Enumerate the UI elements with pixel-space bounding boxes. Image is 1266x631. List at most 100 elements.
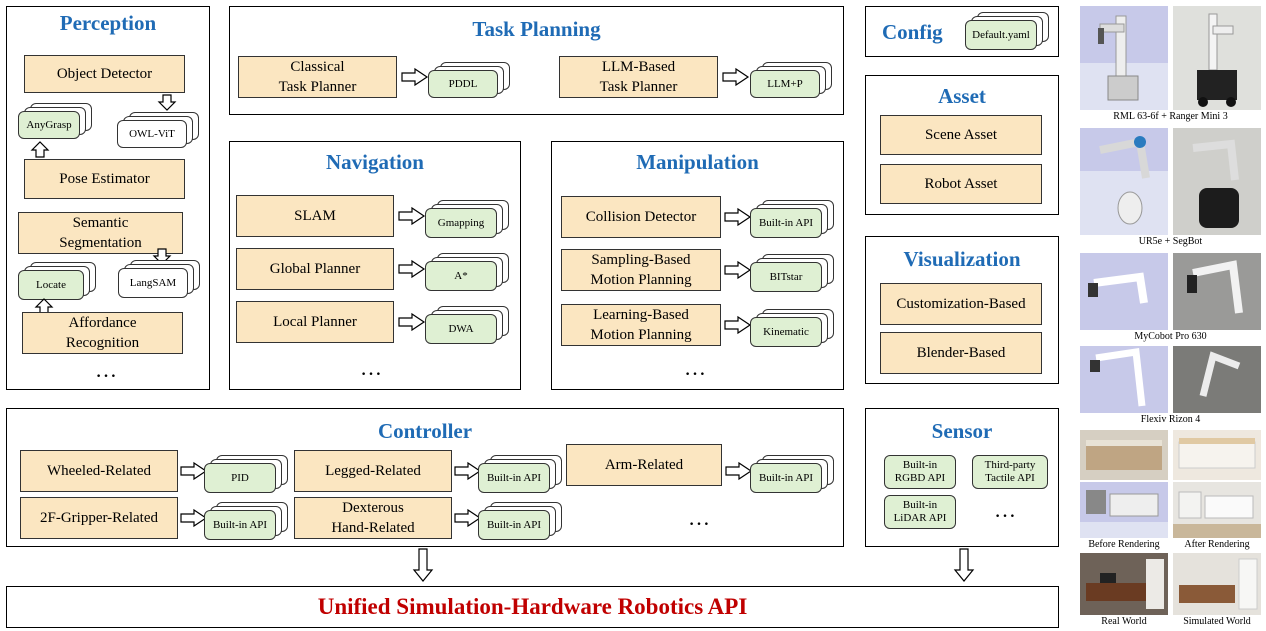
blender-based: Blender-Based xyxy=(880,332,1042,374)
arrow-to-arm-api xyxy=(725,461,753,486)
arrow-to-bitstar xyxy=(724,260,752,285)
arm-related: Arm-Related xyxy=(566,444,722,486)
owlvit-label: OWL-ViT xyxy=(117,120,187,148)
visualization-title: Visualization xyxy=(903,247,1021,271)
controller-ellipsis: … xyxy=(688,505,714,530)
controller-title: Controller xyxy=(377,419,473,443)
llm-based-task-planner: LLM-Based Task Planner xyxy=(559,56,718,98)
real-robot-flexiv-image xyxy=(1173,346,1261,413)
perception-ellipsis: … xyxy=(95,357,121,382)
classical-task-planner: Classical Task Planner xyxy=(238,56,397,98)
pose-estimator: Pose Estimator xyxy=(24,159,185,199)
caption-simulated-world: Simulated World xyxy=(1183,616,1251,627)
gmapping-stack: Gmapping xyxy=(425,200,511,238)
anygrasp-stack: AnyGrasp xyxy=(18,103,94,139)
config-file-label: Default.yaml xyxy=(965,20,1037,50)
pddl-stack: PDDL xyxy=(428,62,512,98)
object-detector: Object Detector xyxy=(24,55,185,93)
caption-after-rendering: After Rendering xyxy=(1184,539,1250,550)
caption-rml: RML 63-6f + Ranger Mini 3 xyxy=(1113,111,1228,122)
real-robot-segbot-image xyxy=(1173,128,1261,235)
langsam-label: LangSAM xyxy=(118,268,188,298)
learning-motion-planning-module: Learning-Based Motion Planning xyxy=(561,304,721,346)
pid-label: PID xyxy=(204,463,276,493)
scene-after-top-image xyxy=(1173,430,1261,480)
legged-api-stack: Built-in API xyxy=(478,455,564,493)
arrow-down-owlvit xyxy=(157,94,177,117)
customization-based: Customization-Based xyxy=(880,283,1042,325)
bitstar-stack: BITstar xyxy=(750,254,836,292)
gripper-api-stack: Built-in API xyxy=(204,502,290,540)
arrow-to-llmp xyxy=(722,67,750,92)
gmapping-label: Gmapping xyxy=(425,208,497,238)
locate-label: Locate xyxy=(18,270,84,300)
task-planning-title: Task Planning xyxy=(472,17,601,41)
navigation-ellipsis: … xyxy=(360,355,386,380)
local-planner-module: Local Planner xyxy=(236,301,394,343)
gripper-related: 2F-Gripper-Related xyxy=(20,497,178,539)
pddl-label: PDDL xyxy=(428,70,498,98)
llmp-stack: LLM+P xyxy=(750,62,834,98)
langsam-stack: LangSAM xyxy=(118,260,202,298)
caption-before-rendering: Before Rendering xyxy=(1088,539,1160,550)
manipulation-ellipsis: … xyxy=(684,355,710,380)
collision-detector-module: Collision Detector xyxy=(561,196,721,238)
global-planner-module: Global Planner xyxy=(236,248,394,290)
config-title: Config xyxy=(882,20,943,44)
real-robot-mycobot-image xyxy=(1173,253,1261,330)
dexterous-hand-related: Dexterous Hand-Related xyxy=(294,497,452,539)
caption-real-world: Real World xyxy=(1101,616,1147,627)
wheeled-related: Wheeled-Related xyxy=(20,450,178,492)
owlvit-stack: OWL-ViT xyxy=(117,112,201,148)
legged-api-label: Built-in API xyxy=(478,463,550,493)
simulated-world-image xyxy=(1173,553,1261,615)
sim-robot-flexiv-image xyxy=(1080,346,1168,413)
arrow-to-dex-api xyxy=(454,508,482,533)
arm-api-label: Built-in API xyxy=(750,463,822,493)
arrow-to-pddl xyxy=(401,67,429,92)
arrow-to-kinematic xyxy=(724,315,752,340)
arrow-to-gripper-api xyxy=(180,508,208,533)
kinematic-label: Kinematic xyxy=(750,317,822,347)
manip-builtin-label: Built-in API xyxy=(750,208,822,238)
slam-module: SLAM xyxy=(236,195,394,237)
arrow-up-anygrasp xyxy=(30,140,50,163)
arrow-sensor-to-api xyxy=(953,548,975,587)
unified-api-title: Unified Simulation-Hardware Robotics API xyxy=(317,594,748,619)
asset-title: Asset xyxy=(938,84,986,108)
scene-before-bottom-image xyxy=(1080,482,1168,538)
astar-stack: A* xyxy=(425,253,511,291)
real-world-image xyxy=(1080,553,1168,615)
legged-related: Legged-Related xyxy=(294,450,452,492)
arrow-to-gmapping xyxy=(398,206,426,231)
caption-mycobot: MyCobot Pro 630 xyxy=(1134,331,1207,342)
astar-label: A* xyxy=(425,261,497,291)
perception-title: Perception xyxy=(59,11,157,35)
rgbd-api: Built-in RGBD API xyxy=(884,455,956,489)
llmp-label: LLM+P xyxy=(750,70,820,98)
arrow-to-builtin xyxy=(724,207,752,232)
arrow-controller-to-api xyxy=(412,548,434,587)
sampling-motion-planning-module: Sampling-Based Motion Planning xyxy=(561,249,721,291)
arrow-to-legged-api xyxy=(454,461,482,486)
bitstar-label: BITstar xyxy=(750,262,822,292)
manipulation-title: Manipulation xyxy=(636,150,759,174)
dex-api-stack: Built-in API xyxy=(478,502,564,540)
arrow-to-pid xyxy=(180,461,208,486)
sensor-ellipsis: … xyxy=(994,497,1020,522)
sensor-title: Sensor xyxy=(931,419,993,443)
pid-stack: PID xyxy=(204,455,290,493)
config-file-stack: Default.yaml xyxy=(965,12,1051,50)
gripper-api-label: Built-in API xyxy=(204,510,276,540)
real-robot-ranger-image xyxy=(1173,6,1261,110)
scene-asset: Scene Asset xyxy=(880,115,1042,155)
locate-stack: Locate xyxy=(18,262,98,300)
kinematic-stack: Kinematic xyxy=(750,309,836,347)
navigation-title: Navigation xyxy=(325,150,424,174)
sim-robot-mycobot-image xyxy=(1080,253,1168,330)
tactile-api: Third-party Tactile API xyxy=(972,455,1048,489)
sim-robot-ur5e-image xyxy=(1080,128,1168,235)
scene-after-bottom-image xyxy=(1173,482,1261,538)
anygrasp-label: AnyGrasp xyxy=(18,111,80,139)
lidar-api: Built-in LiDAR API xyxy=(884,495,956,529)
